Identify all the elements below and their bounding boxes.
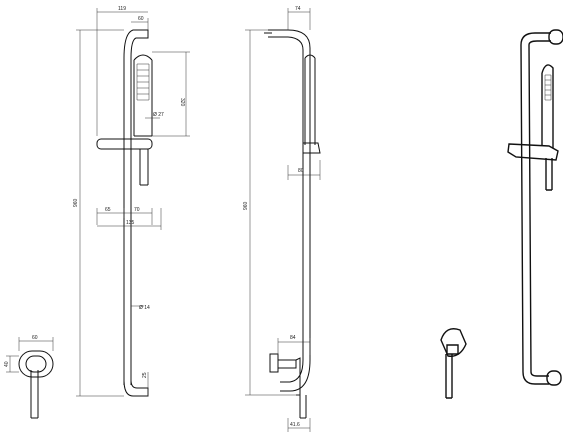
dim-front-25-label: 25 xyxy=(142,372,148,378)
side-bottom-elbow xyxy=(280,359,311,392)
side-top-elbow xyxy=(287,29,311,160)
outlet-detail-view: 60 40 xyxy=(4,335,54,419)
dim-outlet-60: 60 xyxy=(18,335,54,351)
dim-front-960-label: 960 xyxy=(73,198,79,207)
dim-front-960: 960 xyxy=(73,29,124,397)
front-bottom-bracket xyxy=(123,379,149,397)
dim-side-84: 84 xyxy=(277,335,311,355)
front-slider xyxy=(96,138,153,150)
dim-front-27: Ø 27 xyxy=(145,112,164,119)
side-wall-outlet xyxy=(269,353,279,373)
side-slide-bar xyxy=(302,153,311,360)
dim-side-80: 80 xyxy=(287,160,321,180)
dim-front-60: 60 xyxy=(131,16,149,30)
dim-front-119: 119 xyxy=(96,6,148,136)
dim-front-25: 25 xyxy=(142,372,149,396)
persp-handle xyxy=(545,158,553,191)
dim-front-27-label: Ø 27 xyxy=(153,112,164,118)
dim-side-84-label: 84 xyxy=(290,335,296,341)
dim-side-960-label: 960 xyxy=(243,201,249,210)
front-handle xyxy=(139,149,149,186)
dim-front-119-label: 119 xyxy=(118,6,126,12)
dim-side-41-6: 41.6 xyxy=(287,418,311,432)
perspective-view xyxy=(440,29,563,399)
dim-front-135: 135 xyxy=(97,208,162,230)
dim-front-320: 320 xyxy=(152,51,190,137)
persp-slide-bar xyxy=(520,44,532,373)
persp-hand-shower xyxy=(541,64,554,148)
persp-slider xyxy=(507,143,559,161)
dim-front-320-label: 320 xyxy=(179,98,185,107)
front-slide-bar xyxy=(123,58,132,385)
dim-front-70-label: 70 xyxy=(134,207,140,213)
dim-front-60-label: 60 xyxy=(138,16,144,22)
dim-front-65-label: 65 xyxy=(105,207,111,213)
outlet-plate xyxy=(18,350,54,378)
side-top-wall-mount xyxy=(264,29,288,38)
front-top-bracket xyxy=(123,29,149,59)
front-shower-nozzles xyxy=(136,63,150,101)
front-hand-shower xyxy=(133,54,153,137)
persp-shower-face xyxy=(544,74,552,101)
dim-side-960: 960 xyxy=(243,29,300,396)
persp-outlet-hose xyxy=(445,354,453,399)
persp-top-mount xyxy=(548,29,563,45)
dim-front-14: Ø 14 xyxy=(131,305,150,311)
persp-outlet-elbow xyxy=(446,344,459,355)
dim-outlet-60-label: 60 xyxy=(32,335,38,341)
persp-top-elbow xyxy=(520,32,551,46)
dim-outlet-40-label: 40 xyxy=(4,361,10,367)
dim-front-135-label: 135 xyxy=(126,220,135,226)
dim-outlet-40: 40 xyxy=(4,355,19,373)
persp-wall-outlet xyxy=(440,328,467,357)
side-view: 74 960 80 84 41.6 xyxy=(243,6,321,432)
dim-side-41-6-label: 41.6 xyxy=(290,422,300,428)
side-slider xyxy=(303,142,321,154)
dim-side-74: 74 xyxy=(287,6,311,30)
persp-bottom-mount xyxy=(546,370,562,386)
side-hand-shower xyxy=(304,54,316,145)
dim-front-14-label: Ø 14 xyxy=(139,305,150,311)
persp-bottom-elbow xyxy=(522,371,549,385)
outlet-pipe xyxy=(30,370,39,419)
dim-side-74-label: 74 xyxy=(295,6,301,12)
dim-front-65-70: 65 70 xyxy=(96,207,153,225)
outlet-plate-inner xyxy=(25,355,47,373)
side-hose xyxy=(299,395,307,419)
dim-side-80-label: 80 xyxy=(298,168,304,174)
front-view: 119 60 320 Ø 27 960 65 70 xyxy=(73,6,190,397)
